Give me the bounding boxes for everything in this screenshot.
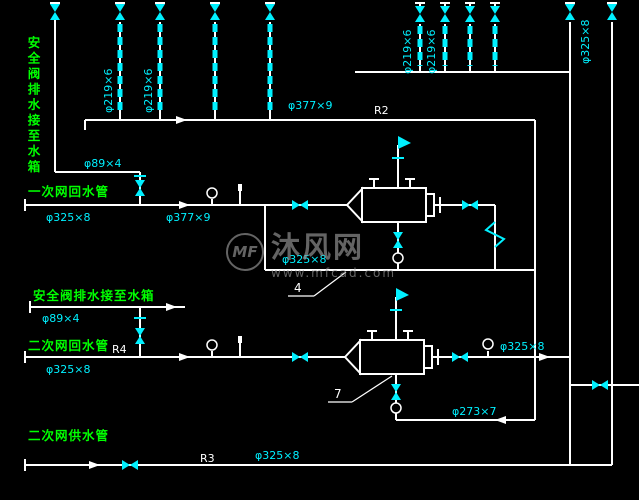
flex-connector-icon [484, 221, 506, 248]
valve-icon [391, 384, 401, 400]
flow-arrow-icon [539, 353, 550, 361]
dim-label-d377-primary: φ377×9 [166, 211, 211, 224]
ref-label-r2: R2 [374, 104, 389, 117]
valve-icon [465, 6, 475, 22]
dim-label-d325-primary: φ325×8 [46, 211, 91, 224]
valve-icon [135, 328, 145, 344]
dim-label-d325-top-right: φ325×8 [579, 19, 592, 64]
valve-icon [265, 4, 275, 20]
dim-label-d219-right-1: φ219×6 [401, 29, 414, 74]
valve-icon [292, 352, 308, 362]
equipment-tag-7: 7 [334, 387, 342, 401]
equipment-tag-4: 4 [294, 281, 302, 295]
watermark-brand: 沐风网 [271, 230, 365, 264]
flow-arrow-icon [176, 116, 187, 124]
title-primary-return: 一次网回水管 [28, 184, 110, 199]
valve-icon [565, 4, 575, 20]
flow-arrow-icon [179, 201, 190, 209]
safety-valve-flag-icon [398, 136, 411, 149]
flow-arrow-icon [166, 303, 177, 311]
valve-icon [155, 4, 165, 20]
valve-icon [490, 6, 500, 22]
watermark: MF 沐风网 www.mfcad.com [226, 224, 396, 280]
insulated-pipe-dashes [117, 24, 498, 112]
valve-icon [440, 6, 450, 22]
dim-label-d273: φ273×7 [452, 405, 497, 418]
valve-icon [607, 4, 617, 20]
cyan-marks [134, 157, 506, 319]
dim-label-d219-left-1: φ219×6 [102, 68, 115, 113]
valve-icon [115, 4, 125, 20]
pressure-gauge-icons [206, 187, 494, 414]
valve-icon [462, 200, 478, 210]
valve-icon [415, 6, 425, 22]
valve-icon [292, 200, 308, 210]
dim-label-d219-left-2: φ219×6 [142, 68, 155, 113]
valve-icon [210, 4, 220, 20]
flow-arrow-icon [179, 353, 190, 361]
tag-leader-lines [288, 271, 393, 403]
dim-label-d89-mid: φ89×4 [42, 312, 80, 325]
valve-icon [592, 380, 608, 390]
title-secondary-supply: 二次网供水管 [28, 428, 110, 443]
title-safety-drain-mid: 安全阀排水接至水箱 [33, 288, 155, 303]
heat-exchanger-1 [345, 186, 435, 224]
valve-icon [122, 460, 138, 470]
valve-icon [50, 4, 60, 20]
flow-arrow-icon [495, 416, 506, 424]
valve-icon [135, 180, 145, 196]
dim-label-d325-right: φ325×8 [500, 340, 545, 353]
dim-label-d89-top: φ89×4 [84, 157, 122, 170]
dim-label-d219-right-2: φ219×6 [425, 29, 438, 74]
ref-label-r4: R4 [112, 343, 127, 356]
title-secondary-return: 二次网回水管 [28, 338, 110, 353]
dim-label-d325-bypass: φ325×8 [282, 253, 327, 266]
title-safety-drain-vertical: 安全阀排水接至水箱 [25, 36, 41, 176]
ref-label-r3: R3 [200, 452, 215, 465]
watermark-logo: MF [226, 233, 264, 271]
heat-exchanger-2 [343, 338, 433, 376]
flow-arrow-icon [89, 461, 100, 469]
watermark-url: www.mfcad.com [271, 266, 397, 280]
valve-icon [452, 352, 468, 362]
dim-label-d325-secondary: φ325×8 [46, 363, 91, 376]
dim-label-d325-bottom: φ325×8 [255, 449, 300, 462]
thermometer-icons [238, 184, 242, 343]
dim-label-d377-header: φ377×9 [288, 99, 333, 112]
safety-valve-flag-icon [396, 288, 409, 301]
